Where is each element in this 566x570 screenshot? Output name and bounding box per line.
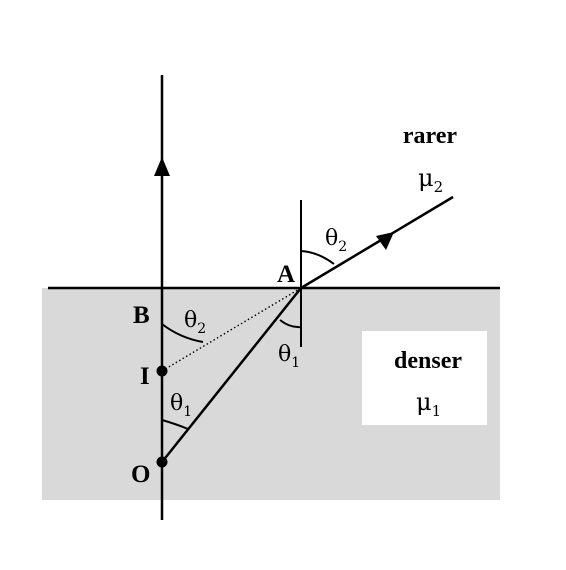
subscript: 2	[338, 239, 347, 255]
dotted-line-I-A	[161, 287, 302, 372]
point-O	[156, 456, 168, 468]
refracted-ray-arrowhead	[376, 232, 394, 250]
mu-symbol: μ	[418, 164, 434, 192]
angle-arc-theta1-at-O	[161, 419, 189, 430]
angle-arc-theta1-at-A	[279, 319, 302, 329]
angle-arc-theta2-at-A	[300, 250, 335, 265]
label-point-I: I	[140, 363, 150, 390]
subscript: 1	[291, 355, 300, 371]
subscript: 1	[432, 402, 442, 420]
theta-symbol: θ	[170, 391, 183, 416]
label-theta1-at-A: θ1	[278, 342, 300, 371]
mu-symbol: μ	[416, 388, 432, 416]
label-mu1: μ1	[416, 388, 441, 420]
theta-symbol: θ	[184, 308, 197, 333]
point-I	[156, 365, 168, 377]
subscript: 1	[183, 404, 192, 420]
label-theta2-at-A: θ2	[325, 226, 347, 255]
subscript: 2	[434, 178, 444, 196]
label-denser: denser	[394, 348, 462, 374]
theta-symbol: θ	[325, 226, 338, 251]
incident-ray	[161, 287, 302, 463]
vertical-ray-arrowhead	[154, 157, 170, 176]
label-point-A: A	[277, 261, 295, 288]
label-point-O: O	[131, 461, 150, 488]
theta-symbol: θ	[278, 342, 291, 367]
angle-arc-theta2-at-I	[161, 323, 204, 343]
denser-label-box	[362, 331, 487, 425]
subscript: 2	[197, 321, 206, 337]
label-point-B: B	[133, 302, 150, 329]
label-theta2-at-I: θ2	[184, 308, 206, 337]
refracted-ray	[300, 195, 454, 290]
label-rarer: rarer	[403, 123, 458, 149]
label-mu2: μ2	[418, 164, 443, 196]
label-theta1-at-O: θ1	[170, 391, 192, 420]
